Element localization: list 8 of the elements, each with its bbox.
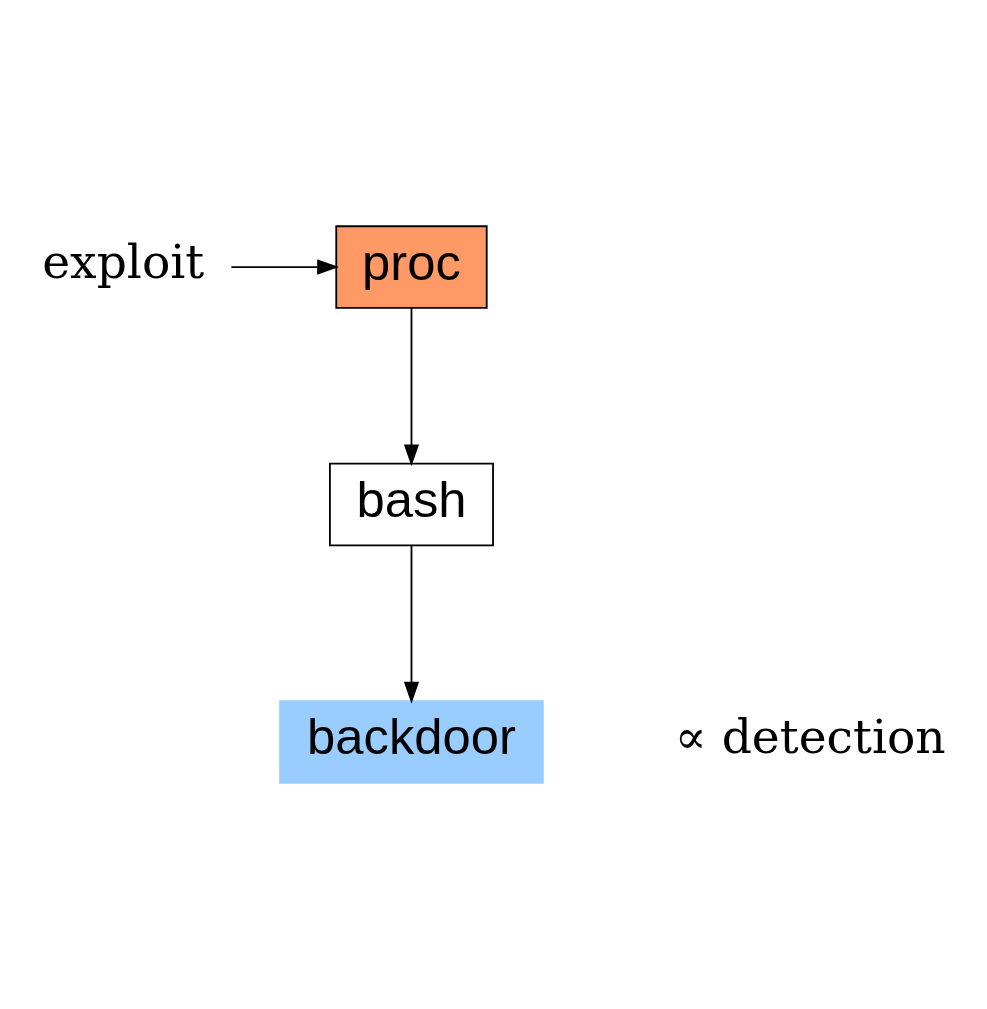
arrow bbox=[403, 307, 420, 467]
node-box: bash bbox=[329, 462, 494, 547]
node-box: proc bbox=[335, 225, 488, 309]
node-box: backdoor bbox=[279, 700, 544, 784]
arrow bbox=[230, 259, 339, 275]
node-label: ∝ detection bbox=[674, 709, 946, 765]
node-text: exploit bbox=[42, 234, 205, 290]
arrow bbox=[403, 544, 420, 704]
